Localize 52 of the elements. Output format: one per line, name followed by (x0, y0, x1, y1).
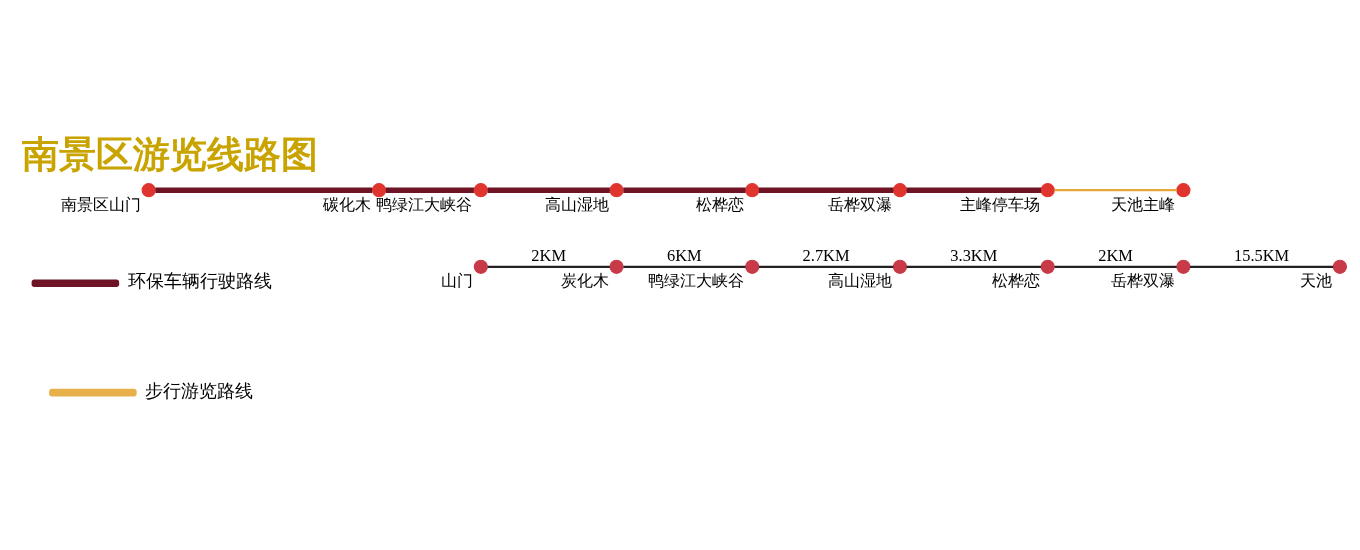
node-label: 山门 (441, 271, 474, 291)
node-circle (892, 183, 908, 198)
connector (906, 187, 1042, 193)
node-circle (141, 183, 156, 198)
connector (385, 187, 474, 193)
node-circle (1176, 183, 1191, 198)
edge-label: 6KM (667, 246, 702, 266)
connector (487, 187, 610, 193)
node-label: 高山湿地 (828, 271, 893, 291)
node-label: 天池主峰 (1111, 194, 1176, 214)
node-circle (745, 183, 760, 198)
edge-label: 15.5KM (1234, 246, 1290, 266)
node-label: 南景区山门 (60, 194, 141, 214)
node-label: 主峰停车场 (959, 194, 1040, 214)
node-label: 松桦恋 (991, 271, 1040, 291)
connector (1054, 189, 1177, 192)
edge-label: 3.3KM (950, 246, 998, 266)
connector (623, 187, 746, 193)
node-label: 天池 (1300, 271, 1333, 291)
node-circle (473, 259, 488, 274)
connector (1054, 265, 1177, 268)
connector (906, 265, 1042, 268)
diagram-title: 南景区游览线路图 (22, 132, 319, 177)
node-circle (1176, 259, 1191, 274)
node-label: 炭化木 (560, 271, 609, 291)
node-circle (745, 259, 760, 274)
node-label: 高山湿地 (544, 194, 609, 214)
node-label: 岳桦双瀑 (828, 194, 893, 214)
node-circle (1332, 259, 1347, 274)
node-circle (1040, 183, 1055, 198)
legend-label: 环保车辆行驶路线 (127, 271, 272, 292)
connector (758, 187, 894, 193)
connector (487, 265, 610, 268)
node-circle (609, 259, 624, 274)
node-circle (892, 259, 908, 274)
connector (1190, 265, 1334, 268)
node-circle (473, 183, 488, 198)
node-label: 岳桦双瀑 (1111, 271, 1176, 291)
connector (155, 187, 373, 193)
edge-label: 2.7KM (802, 246, 850, 266)
connector (623, 265, 746, 268)
node-circle (371, 183, 387, 198)
node-circle (1040, 259, 1055, 274)
node-label: 碳化木 (323, 194, 372, 214)
edge-label: 2KM (1098, 246, 1133, 266)
legend-label: 步行游览路线 (145, 380, 254, 401)
node-circle (609, 183, 624, 198)
connector (758, 265, 894, 268)
node-label: 鸭绿江大峡谷 (647, 271, 744, 291)
edge-label: 2KM (531, 246, 566, 266)
node-label: 鸭绿江大峡谷 (376, 194, 473, 214)
node-label: 松桦恋 (696, 194, 745, 214)
